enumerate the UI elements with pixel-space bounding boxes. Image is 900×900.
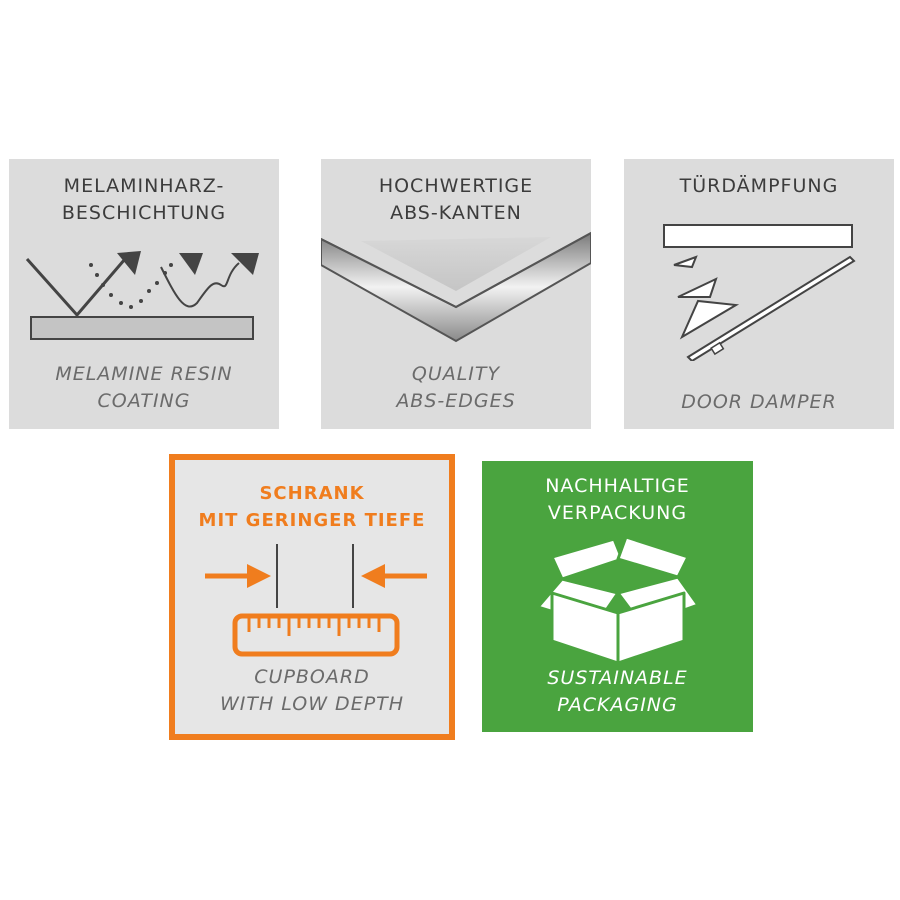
tile-title: NACHHALTIGE VERPACKUNG [545,475,690,524]
tile-subtitle: CUPBOARD WITH LOW DEPTH [219,666,405,715]
tile-subtitle: SUSTAINABLE PACKAGING [547,667,688,716]
tile-subtitle: MELAMINE RESIN COATING [55,363,233,412]
feature-tile-door-damper: TÜRDÄMPFUNG DOOR DAMPER [624,159,894,429]
door-damper-icon [663,224,856,361]
feature-tile-abs-edges: HOCHWERTIGE ABS-KANTEN QUALITY ABS-EDGES [321,159,591,429]
abs-edge-icon [321,231,591,343]
feature-tile-packaging: NACHHALTIGE VERPACKUNG SUSTAINABLE PACKA… [482,461,753,732]
tile-title: TÜRDÄMPFUNG [679,175,839,197]
tile-subtitle: QUALITY ABS-EDGES [396,363,516,412]
tile-title: HOCHWERTIGE ABS-KANTEN [378,175,534,224]
feature-tile-low-depth: SCHRANK MIT GERINGER TIEFE CUPBOARD WITH… [169,454,455,740]
tile-title: SCHRANK MIT GERINGER TIEFE [198,483,426,531]
melamine-coating-icon [25,251,259,340]
tile-title: MELAMINHARZ- BESCHICHTUNG [61,175,227,224]
open-box-icon [538,535,698,665]
ruler-depth-icon [205,544,427,657]
tile-subtitle: DOOR DAMPER [681,391,837,413]
feature-tile-melamine: MELAMINHARZ- BESCHICHTUNG MELAMINE RESIN… [9,159,279,429]
